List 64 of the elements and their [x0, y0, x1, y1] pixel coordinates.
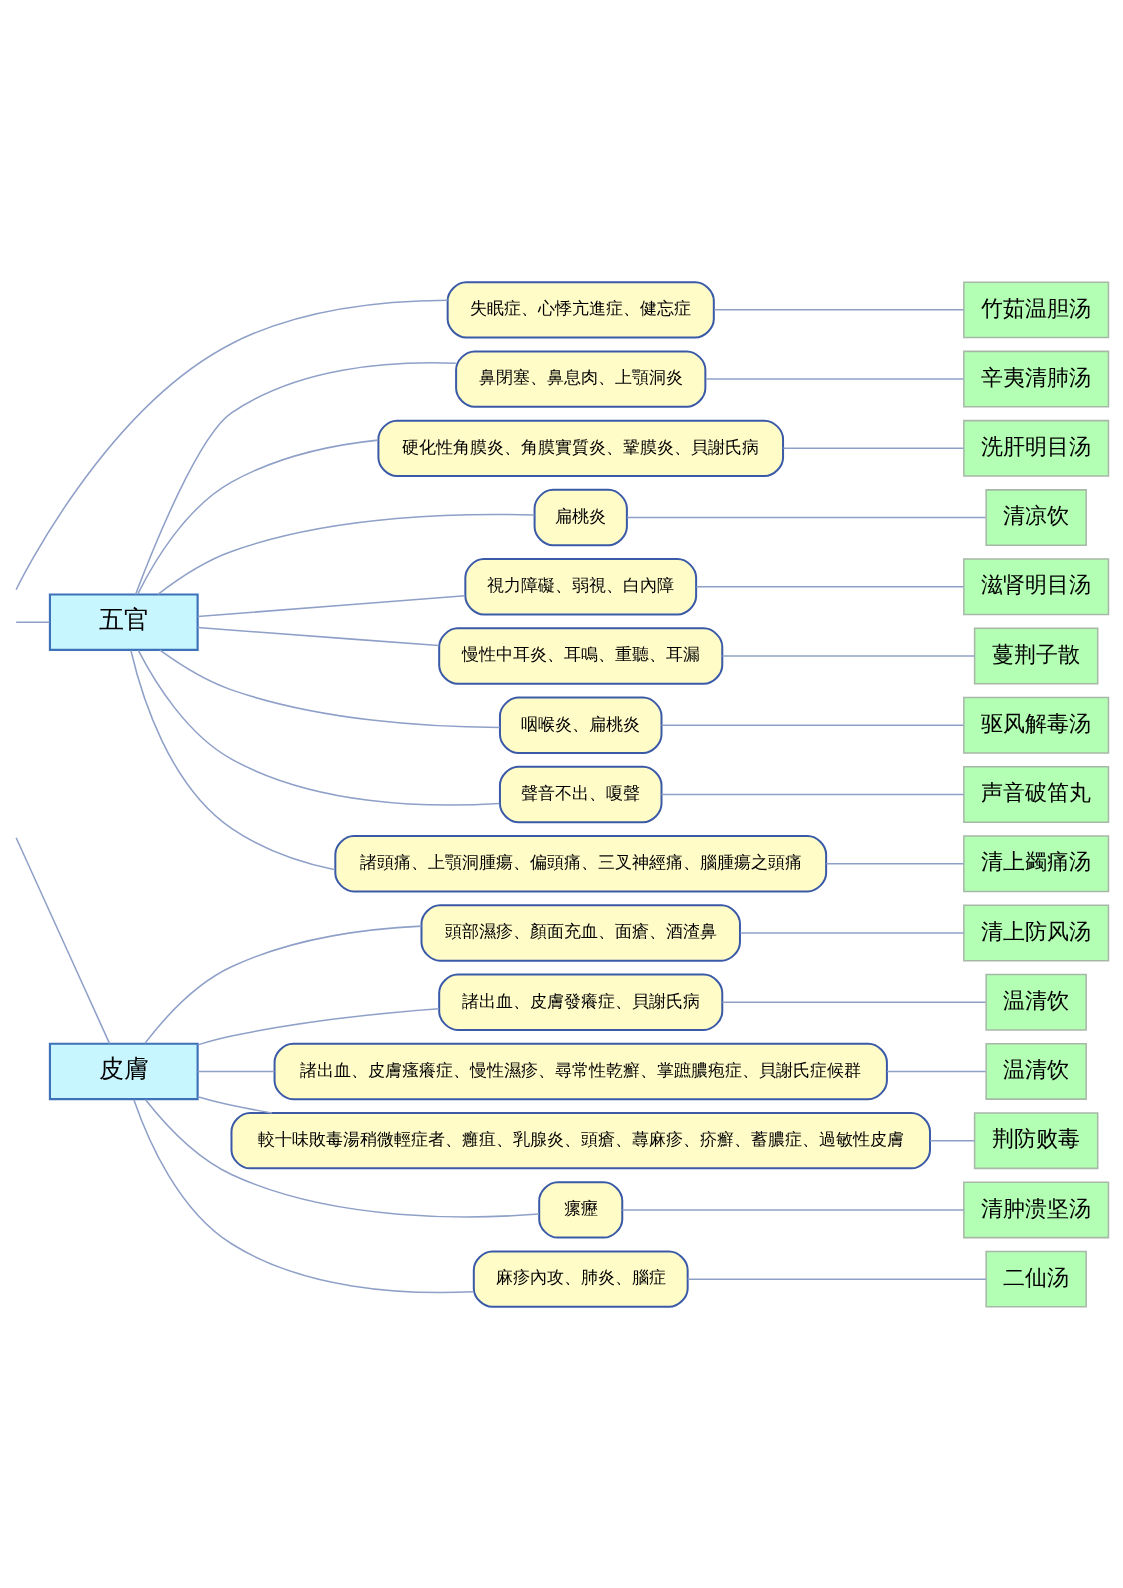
node-box: 清上蠲痛汤 — [963, 834, 1110, 892]
connector — [739, 931, 965, 934]
connector — [196, 626, 440, 646]
connector — [133, 1098, 475, 1293]
connector — [687, 1277, 987, 1280]
connector — [705, 377, 965, 380]
node-box: 鼻閉塞、鼻息肉、上顎洞炎 — [455, 349, 707, 408]
connector — [137, 438, 379, 595]
node-box: 諸出血、皮膚發癢症、貝謝氏病 — [438, 973, 724, 1031]
connector — [130, 649, 336, 871]
connector — [886, 1070, 987, 1072]
node-box: 較十味敗毒湯稍微輕症者、癰疽、乳腺炎、頭瘡、蕁麻疹、疥癬、蓄膿症、過敏性皮膚 — [230, 1111, 931, 1169]
connector — [196, 1070, 276, 1072]
connector — [15, 620, 51, 623]
node-box: 視力障礙、弱視、白內障 — [464, 557, 698, 615]
connector — [134, 361, 457, 595]
connector — [159, 648, 501, 728]
connector — [621, 1208, 965, 1211]
node-box: 失眠症、心悸亢進症、健忘症 — [446, 280, 715, 339]
connector — [15, 836, 111, 1044]
node-box: 清肿溃坚汤 — [963, 1180, 1110, 1238]
connector — [144, 924, 423, 1044]
node-box: 聲音不出、嗄聲 — [498, 765, 663, 823]
node-box: 咽喉炎、扁桃炎 — [498, 696, 663, 754]
node-box: 瘰癧 — [538, 1180, 624, 1239]
connector — [713, 308, 965, 311]
node-box: 蔓荆子散 — [973, 627, 1099, 684]
node-box: 諸頭痛、上顎洞腫瘍、偏頭痛、三叉神經痛、腦腫瘍之頭痛 — [334, 834, 828, 892]
node-box: 皮膚 — [48, 1042, 199, 1100]
connector — [660, 793, 965, 795]
connector — [660, 724, 965, 726]
connector — [782, 447, 965, 449]
node-box: 清上防风汤 — [963, 904, 1110, 961]
node-box: 滋肾明目汤 — [963, 557, 1110, 615]
connector — [197, 1007, 440, 1046]
node-box: 辛夷清肺汤 — [963, 350, 1110, 408]
node-box: 声音破笛丸 — [963, 765, 1110, 823]
node-box: 頭部濕疹、顏面充血、面瘡、酒渣鼻 — [420, 903, 741, 962]
node-box: 洗肝明目汤 — [963, 419, 1110, 477]
node-box: 二仙汤 — [985, 1250, 1087, 1308]
node-box: 麻疹內攻、肺炎、腦症 — [472, 1249, 689, 1308]
connector — [929, 1139, 976, 1141]
connector — [196, 594, 466, 617]
node-box: 清凉饮 — [985, 488, 1087, 546]
connector — [825, 862, 965, 864]
node-box: 驱风解毒汤 — [963, 696, 1110, 754]
node-box: 荆防败毒 — [973, 1111, 1099, 1169]
connector — [721, 1000, 987, 1003]
connector — [144, 1098, 540, 1218]
connector — [695, 585, 965, 588]
connector — [15, 298, 449, 590]
node-box: 温清饮 — [985, 973, 1087, 1031]
connector — [157, 513, 536, 595]
node-box: 五官 — [48, 592, 199, 651]
connector — [137, 649, 501, 806]
connector — [197, 1095, 273, 1114]
node-box: 慢性中耳炎、耳鳴、重聽、耳漏 — [438, 626, 724, 685]
connector — [626, 516, 987, 518]
connector — [721, 654, 976, 657]
node-box: 竹茹温胆汤 — [963, 280, 1110, 338]
node-box: 諸出血、皮膚瘙癢症、慢性濕疹、尋常性乾癬、掌蹠膿疱症、貝謝氏症候群 — [273, 1042, 888, 1100]
node-box: 温清饮 — [985, 1042, 1087, 1100]
node-box: 扁桃炎 — [533, 488, 628, 546]
node-box: 硬化性角膜炎、角膜實質炎、鞏膜炎、貝謝氏病 — [377, 419, 785, 477]
